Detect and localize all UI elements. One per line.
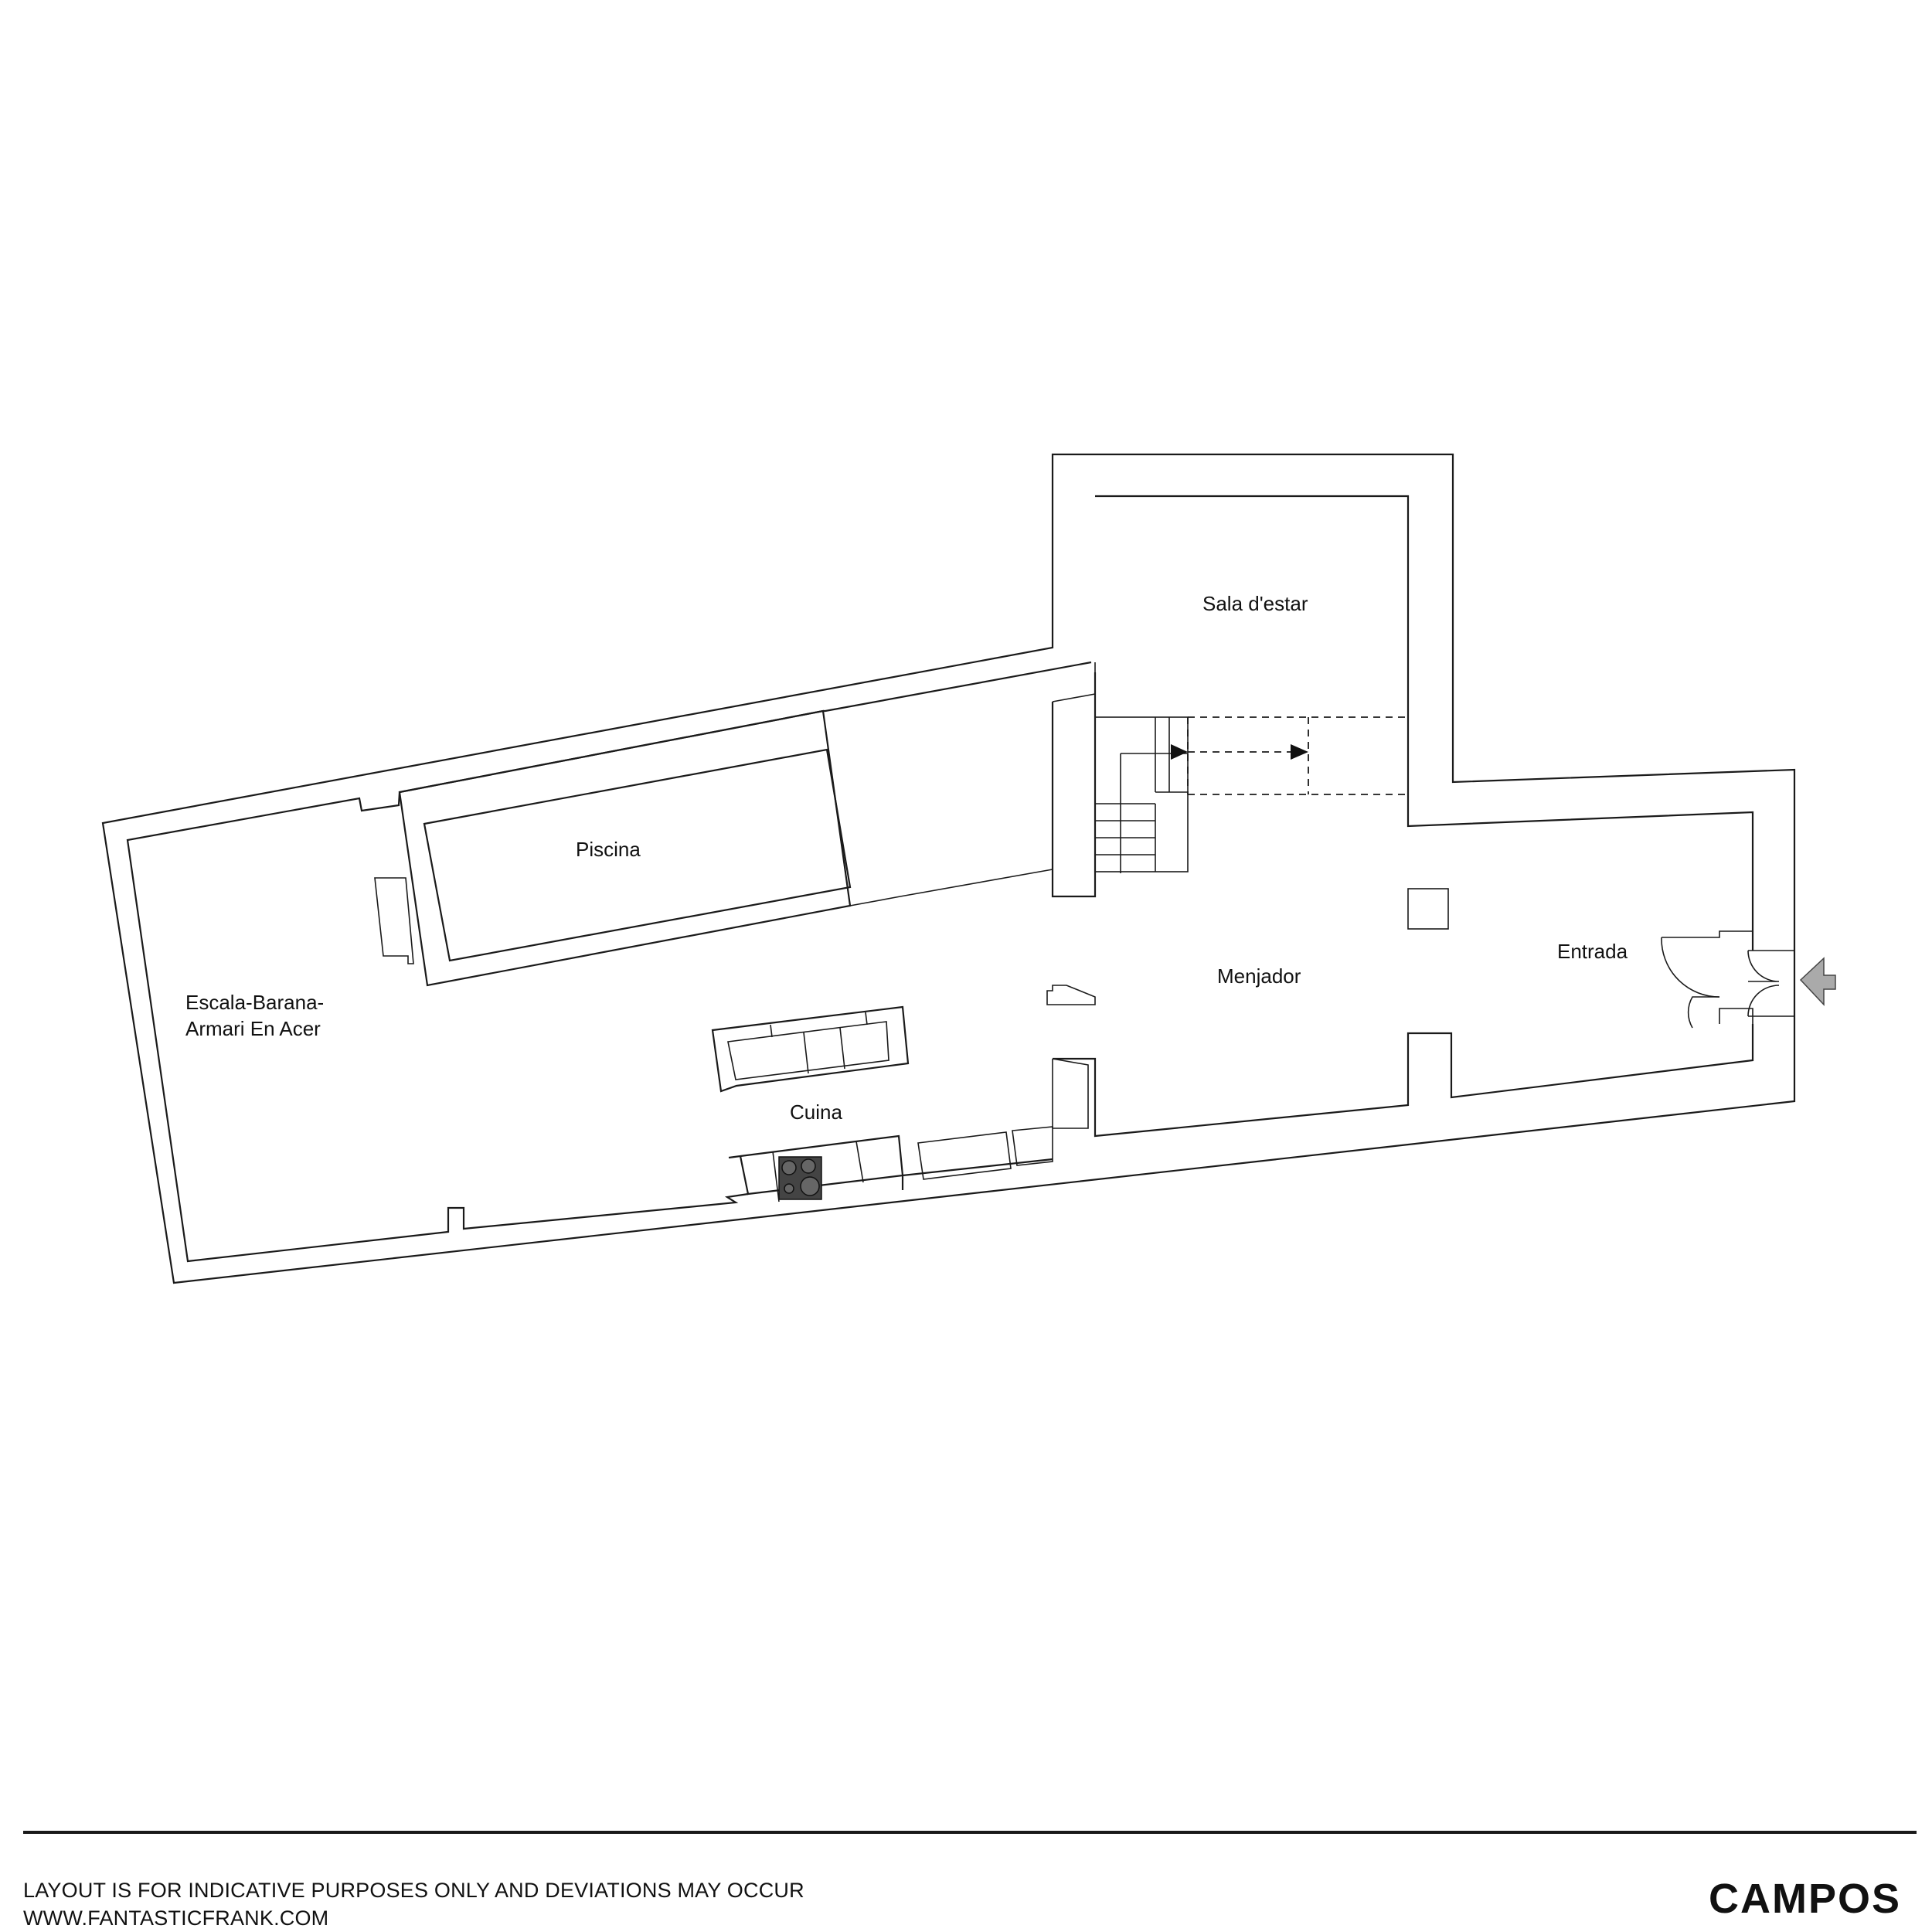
room-label-escala-1: Escala-Barana- [185,991,324,1014]
room-label-sala: Sala d'estar [1202,592,1308,615]
room-label-cuina: Cuina [790,1100,842,1124]
room-label-menjador: Menjador [1217,964,1301,988]
cooktop-icon [778,1156,822,1200]
staircase [1094,716,1405,873]
outer-walls [101,453,1796,1284]
entrance-arrow-icon [1799,957,1836,1006]
room-label-escala-2: Armari En Acer [185,1017,321,1040]
kitchen-island [711,1005,910,1093]
entrance-door [1661,930,1795,1032]
footer-divider [23,1831,1917,1834]
brand-logo: CAMPOS [1708,1876,1901,1922]
sala-divider [1052,662,1096,896]
footer-disclaimer: LAYOUT IS FOR INDICATIVE PURPOSES ONLY A… [23,1876,804,1932]
disclaimer-line-1: LAYOUT IS FOR INDICATIVE PURPOSES ONLY A… [23,1879,804,1902]
room-label-piscina: Piscina [576,838,641,861]
pool [374,709,1053,987]
website-link[interactable]: WWW.FANTASTICFRANK.COM [23,1906,329,1930]
column [1407,888,1449,930]
fireplace [1046,985,1096,1005]
kitchen-counters [728,1058,1089,1202]
room-label-entrada: Entrada [1557,940,1628,963]
